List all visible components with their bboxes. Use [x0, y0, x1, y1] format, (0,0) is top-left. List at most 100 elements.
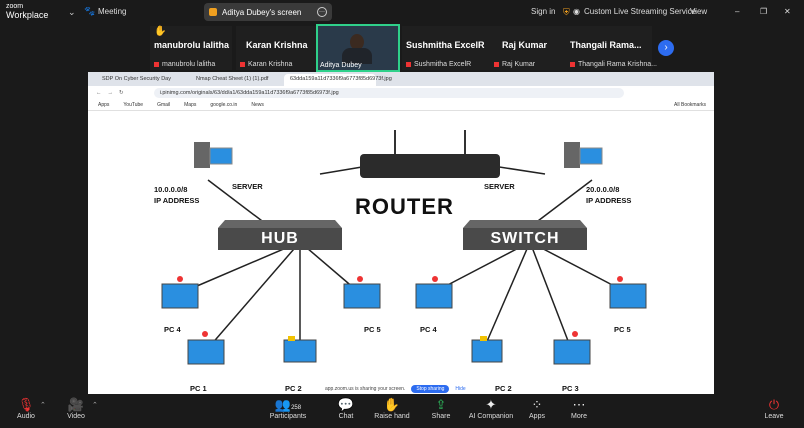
restore-icon[interactable]: ❐ [760, 7, 768, 16]
participant-tile[interactable]: Raj Kumar Raj Kumar [490, 26, 566, 70]
stop-sharing-button[interactable]: Stop sharing [411, 384, 450, 393]
pc-icon [471, 339, 503, 363]
bookmark-google[interactable]: google.co.in [210, 102, 238, 108]
bookmark-news[interactable]: News [251, 102, 264, 108]
shared-screen: SDP On Cyber Security Day Nmap Cheat She… [88, 72, 714, 394]
sparkle-icon: ✦ [485, 397, 497, 412]
screen-share-pill[interactable]: Aditya Dubey's screen ··· [204, 3, 332, 21]
app-brand: zoom Workplace [6, 3, 48, 20]
pc-icon [553, 339, 591, 365]
reload-icon[interactable]: ↻ [119, 90, 124, 96]
pc-icon [283, 339, 317, 363]
video-button[interactable]: 🎥 Video ⌃ [46, 397, 106, 420]
participant-name: manubrolu lalitha [154, 40, 230, 50]
share-label: Share [431, 413, 451, 420]
raise-hand-button[interactable]: ✋ Raise hand [362, 397, 422, 420]
share-button[interactable]: ⇪ Share [411, 397, 471, 420]
pc-icon [415, 283, 453, 309]
all-bookmarks[interactable]: All Bookmarks [674, 102, 706, 108]
shield-icon: ⛨ [563, 7, 570, 17]
hide-button[interactable]: Hide [455, 385, 466, 392]
next-page-button[interactable]: › [658, 40, 674, 56]
video-label: Video [67, 413, 85, 420]
pc-label: PC 2 [495, 384, 512, 393]
participant-tile[interactable]: Thangali Rama... Thangali Rama Krishna..… [566, 26, 657, 70]
pc-label: PC 4 [420, 325, 437, 334]
bookmark-maps[interactable]: Maps [184, 102, 197, 108]
server-icon-left [194, 142, 210, 168]
back-icon[interactable]: ← [96, 90, 102, 96]
bookmark-gmail[interactable]: Gmail [157, 102, 171, 108]
switch-box [463, 228, 587, 250]
apps-label: Apps [529, 413, 545, 420]
audio-button[interactable]: 🎙 Audio ⌃ [0, 397, 56, 420]
participant-tile[interactable]: Karan Krishna Karan Krishna [236, 26, 316, 70]
browser-tab-active[interactable]: 63dda159a11d7336f9a6773f85d6973f.jpg [284, 74, 392, 86]
audio-label: Audio [17, 413, 35, 420]
chevron-right-icon: › [664, 42, 668, 53]
close-icon[interactable]: ✕ [784, 7, 791, 16]
diagram-lines [161, 130, 647, 365]
browser-tab[interactable]: Nmap Cheat Sheet (1) (1).pdf [196, 76, 269, 82]
participant-tile[interactable]: ✋ manubrolu lalitha manubrolu lalitha [150, 26, 232, 70]
server-icon-right [564, 142, 580, 168]
participant-sub: Thangali Rama Krishna... [570, 61, 657, 68]
share-screen-icon: ⇪ [435, 397, 447, 412]
right-ip-label: IP ADDRESS [586, 196, 632, 205]
share-notice: app.zoom.us is sharing your screen. Stop… [321, 383, 481, 394]
participant-strip: ✋ manubrolu lalitha manubrolu lalitha Ka… [0, 24, 800, 72]
bookmark-apps[interactable]: Apps [98, 102, 110, 108]
chevron-up-icon[interactable]: ⌃ [92, 402, 98, 409]
pc-label: PC 5 [364, 325, 381, 334]
more-options-icon[interactable]: ··· [317, 7, 327, 17]
speaker-avatar [350, 34, 364, 50]
leave-button[interactable]: ⏻ Leave [744, 397, 804, 420]
browser-tab-bar: SDP On Cyber Security Day Nmap Cheat She… [88, 72, 714, 86]
switch-label: SWITCH [490, 230, 560, 247]
browser-tab[interactable]: SDP On Cyber Security Day [102, 76, 171, 82]
pc-label: PC 1 [190, 384, 207, 393]
chat-label: Chat [338, 413, 354, 420]
apps-icon: ⁘ [531, 397, 543, 412]
raised-hand-icon: ✋ [154, 26, 167, 37]
share-notice-text: app.zoom.us is sharing your screen. [325, 385, 406, 392]
leave-label: Leave [764, 413, 784, 420]
live-stream-icon: ◉ [573, 7, 580, 16]
share-indicator-icon [209, 8, 217, 16]
pc-icon [187, 339, 225, 365]
server-label-right: SERVER [484, 182, 515, 191]
leave-icon: ⏻ [768, 397, 780, 412]
apps-button[interactable]: ⁘ Apps [507, 397, 567, 420]
participant-name: Raj Kumar [502, 40, 548, 50]
pc-icon [161, 283, 199, 309]
bookmarks-bar: Apps YouTube Gmail Maps google.co.in New… [88, 100, 714, 111]
chevron-up-icon[interactable]: ⌃ [40, 402, 46, 409]
paw-icon: 🐾 [84, 6, 96, 16]
participant-sub: Karan Krishna [240, 61, 292, 68]
left-ip-label: IP ADDRESS [154, 196, 200, 205]
view-button[interactable]: View [690, 7, 708, 16]
participant-tile[interactable]: Sushmitha ExcelR Sushmitha ExcelR [402, 26, 490, 70]
sign-in-link[interactable]: Sign in [531, 7, 556, 16]
forward-icon[interactable]: → [107, 90, 114, 96]
url-field[interactable]: i.pinimg.com/originals/63/dd/a1/63dda159… [153, 88, 624, 98]
hand-icon: ✋ [383, 397, 401, 412]
bottom-toolbar: 🎙 Audio ⌃ 🎥 Video ⌃ 👥258 Participants 💬 … [0, 394, 800, 428]
ai-label: AI Companion [468, 413, 514, 420]
ai-companion-button[interactable]: ✦ AI Companion [461, 397, 521, 420]
pc-icon [343, 283, 381, 309]
active-speaker-tile[interactable]: Aditya Dubey [316, 24, 400, 72]
stream-service[interactable]: Custom Live Streaming Service [584, 7, 697, 16]
participant-name: Thangali Rama... [570, 40, 642, 50]
bookmark-youtube[interactable]: YouTube [123, 102, 144, 108]
chevron-down-icon[interactable]: ⌄ [68, 7, 76, 17]
participants-button[interactable]: 👥258 Participants [258, 397, 318, 420]
more-button[interactable]: ⋯ More [549, 397, 609, 420]
raise-hand-label: Raise hand [374, 413, 410, 420]
meeting-label[interactable]: Meeting [98, 7, 127, 16]
pc-icon [609, 283, 647, 309]
speaker-name: Aditya Dubey [320, 62, 362, 69]
right-ip: 20.0.0.0/8 [586, 185, 620, 194]
chat-button[interactable]: 💬 Chat [316, 397, 376, 420]
minimize-icon[interactable]: – [735, 7, 740, 16]
